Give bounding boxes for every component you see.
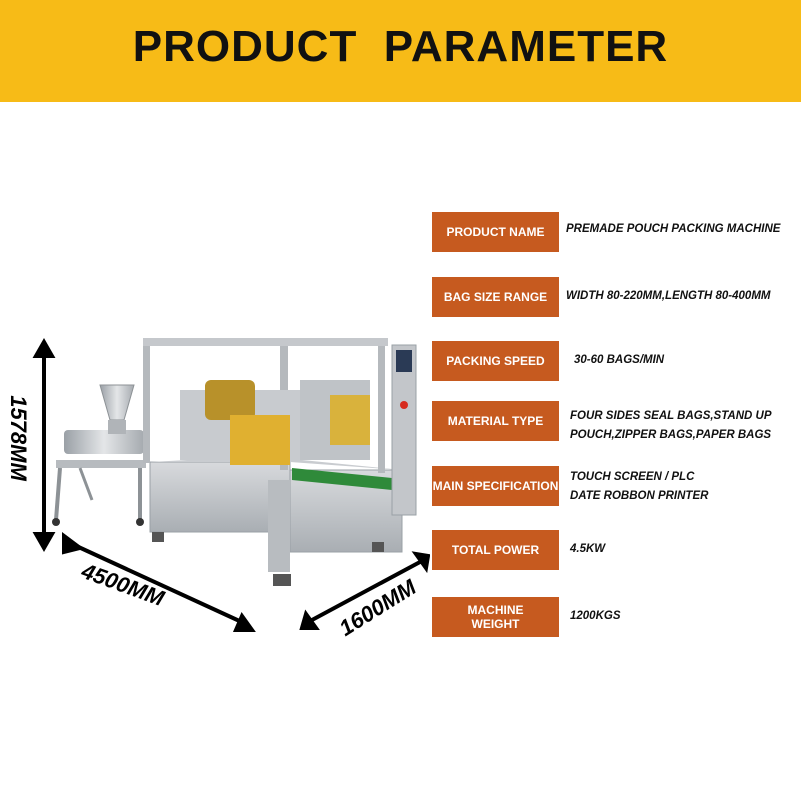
spec-label: MAIN SPECIFICATION: [432, 466, 559, 506]
spec-value: 30-60 BAGS/MIN: [574, 354, 665, 366]
spec-label: PACKING SPEED: [432, 341, 559, 381]
height-arrow: [32, 337, 56, 553]
spec-label: TOTAL POWER: [432, 530, 559, 570]
width-arrow: [299, 551, 430, 630]
length-arrow: [62, 532, 256, 632]
spec-label: BAG SIZE RANGE: [432, 277, 559, 317]
height-dimension: 1578MM: [5, 395, 31, 481]
spec-label: MATERIAL TYPE: [432, 401, 559, 441]
spec-label: MACHINE WEIGHT: [432, 597, 559, 637]
spec-label: PRODUCT NAME: [432, 212, 559, 252]
page-title: PRODUCT PARAMETER: [132, 22, 669, 71]
spec-value: TOUCH SCREEN / PLC DATE ROBBON PRINTER: [570, 471, 709, 502]
header-banner: PRODUCT PARAMETER: [0, 0, 801, 102]
main-cabinet: [143, 338, 417, 586]
spec-value: PREMADE POUCH PACKING MACHINE: [566, 223, 781, 235]
filler-unit: [52, 384, 146, 526]
spec-value: 1200KGS: [570, 610, 621, 622]
spec-value: FOUR SIDES SEAL BAGS,STAND UP POUCH,ZIPP…: [570, 410, 772, 441]
machine-illustration: [32, 337, 430, 632]
spec-value: WIDTH 80-220MM,LENGTH 80-400MM: [566, 290, 771, 302]
spec-value: 4.5KW: [570, 543, 606, 555]
